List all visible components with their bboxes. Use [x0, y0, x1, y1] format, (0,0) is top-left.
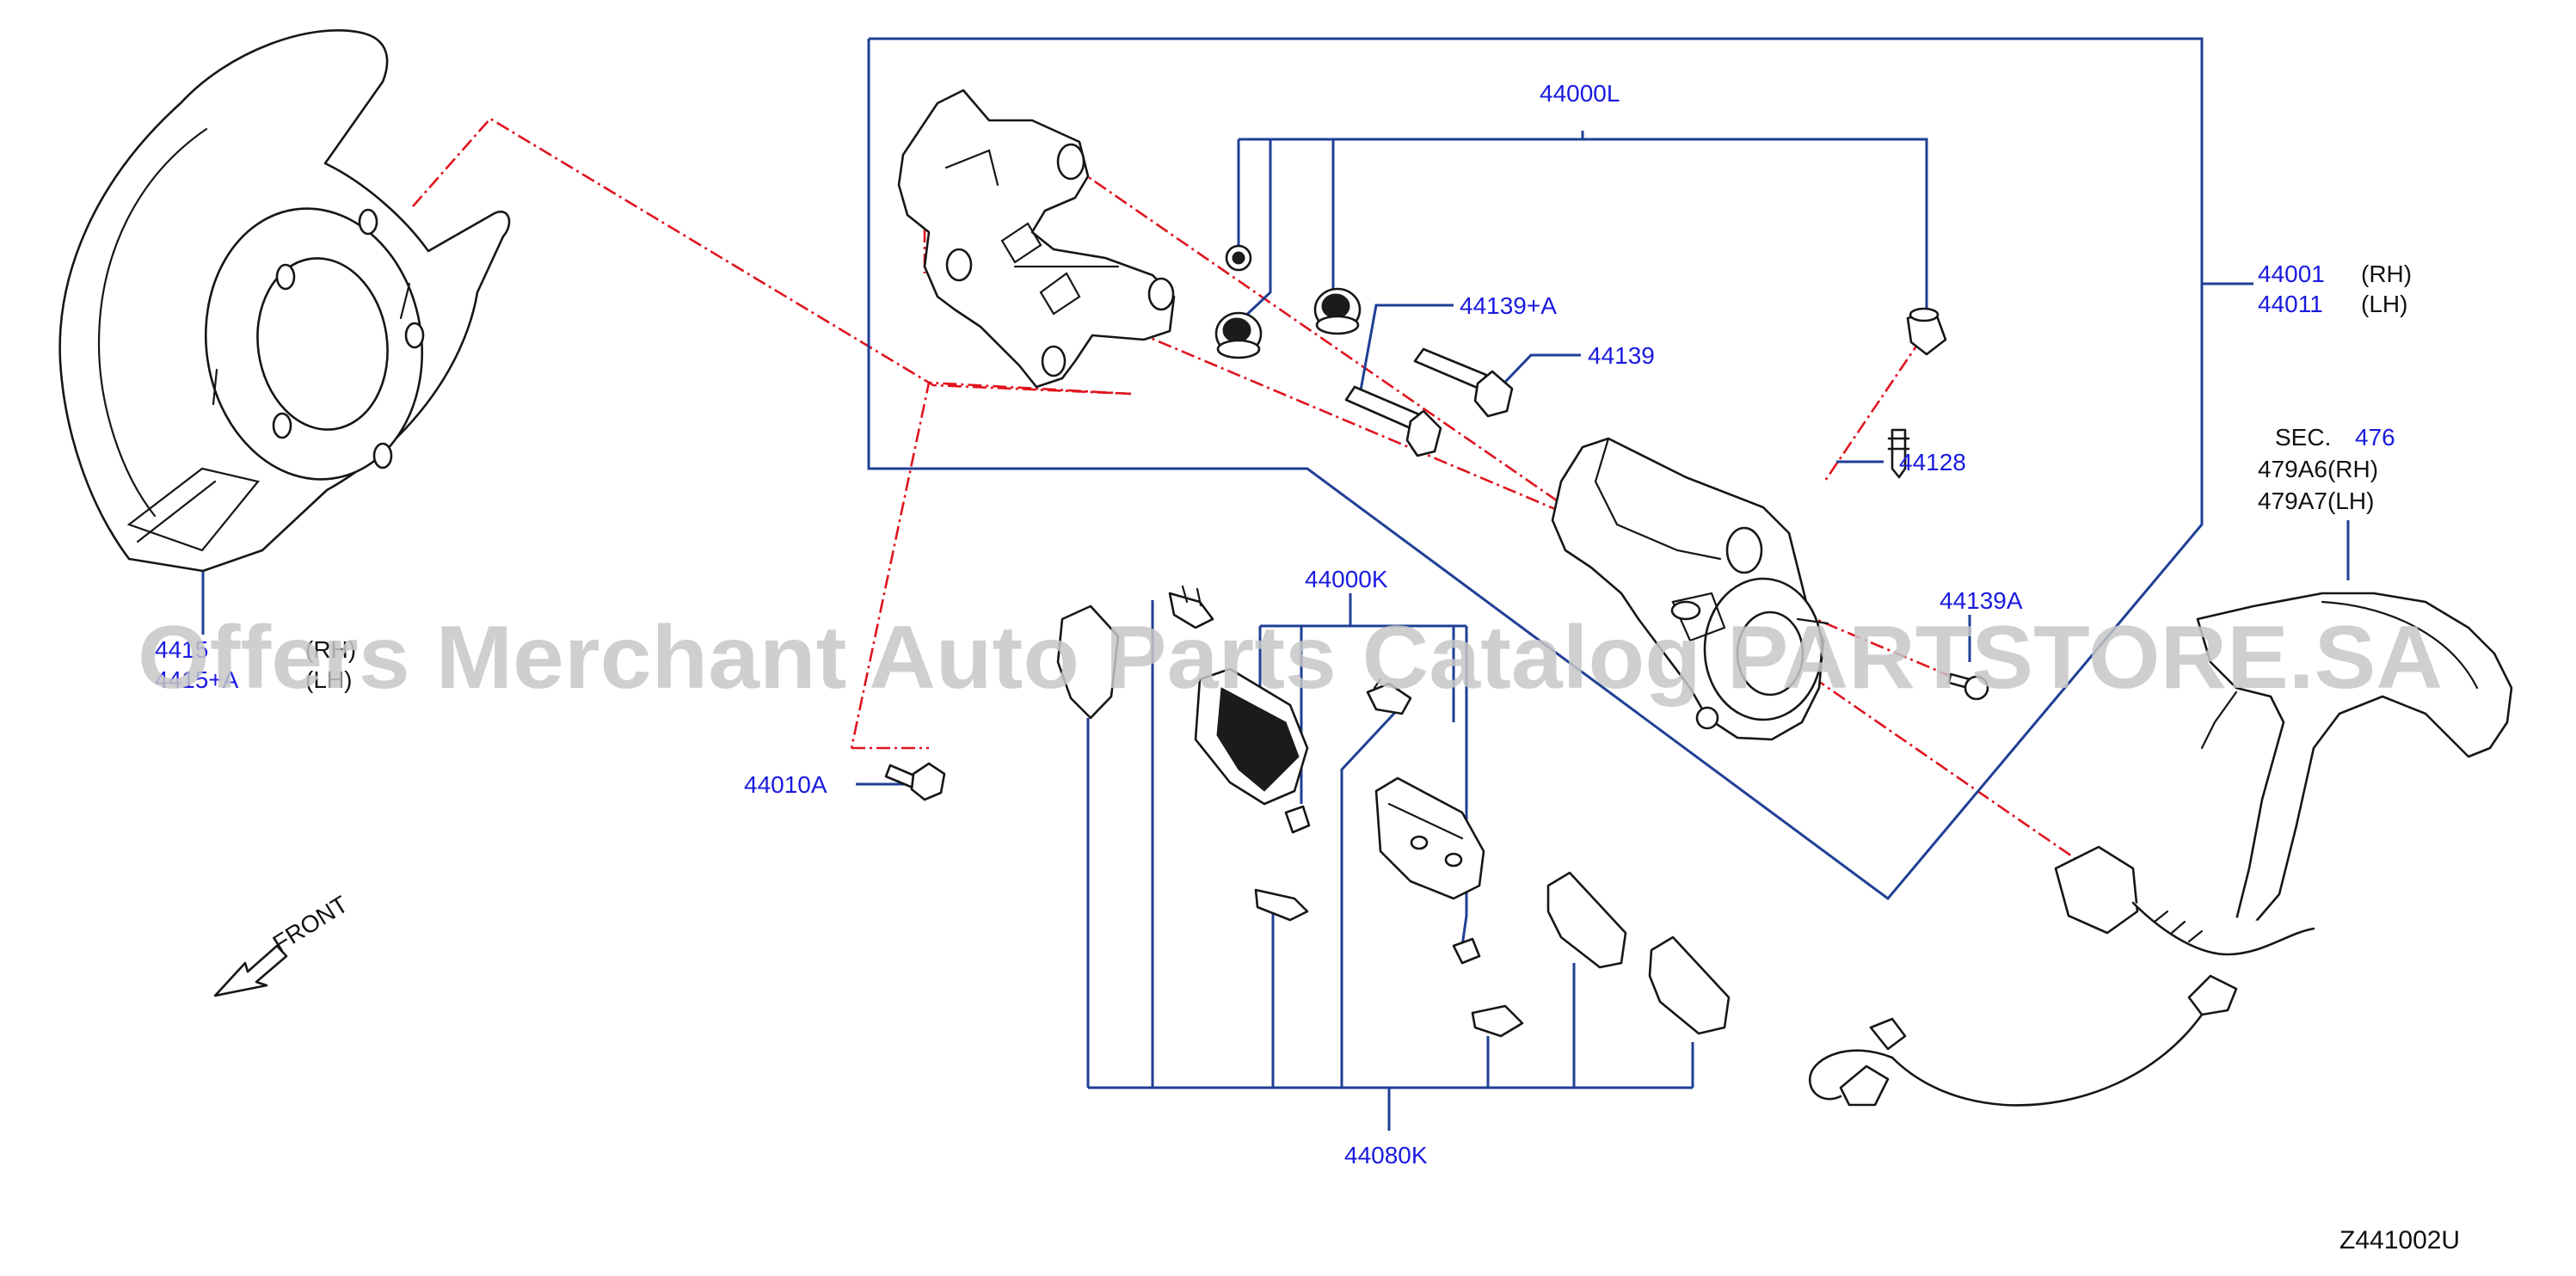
- anchor-bolt: [884, 762, 946, 801]
- label-44010A[interactable]: 44010A: [744, 771, 827, 798]
- label-479a6: 479A6(RH): [2258, 456, 2378, 482]
- label-44000K[interactable]: 44000K: [1305, 566, 1388, 592]
- watermark: Offers Merchant Auto Parts Catalog PARTS…: [138, 608, 2443, 708]
- diagram-code: Z441002U: [2339, 1226, 2460, 1255]
- front-arrow-icon: FRONT: [213, 891, 353, 997]
- pad-clip-4: [1471, 1004, 1524, 1038]
- label-44080K[interactable]: 44080K: [1344, 1142, 1428, 1169]
- wear-clip-2: [1452, 937, 1481, 965]
- pin-boot-3: [1214, 311, 1263, 359]
- pad-shim-3: [1648, 936, 1731, 1035]
- bleeder-cap: [1906, 307, 1947, 356]
- caliper-body-part: [1551, 437, 1829, 741]
- abs-sensor-harness-part: [1808, 592, 2513, 1107]
- caliper-bracket-part: [897, 89, 1176, 389]
- brake-pad-inner: [1374, 776, 1485, 900]
- label-sec-476[interactable]: 476: [2355, 424, 2395, 451]
- label-44139-plus-a[interactable]: 44139+A: [1460, 292, 1557, 319]
- small-bolt: [1947, 672, 1989, 701]
- label-44011-side: (LH): [2361, 291, 2407, 317]
- pad-clip-1: [1168, 585, 1214, 629]
- brake-pad-outer: [1194, 667, 1309, 806]
- label-sec: SEC.: [2275, 424, 2331, 451]
- label-44000L[interactable]: 44000L: [1540, 80, 1620, 107]
- wear-clip-1: [1284, 805, 1311, 834]
- guide-pin: [1413, 347, 1514, 418]
- dust-shield-part: [58, 29, 511, 573]
- label-44011[interactable]: 44011: [2258, 291, 2323, 317]
- label-4415[interactable]: 4415: [155, 636, 208, 663]
- part-labels: 44000L 44001 (RH) 44011 (LH) 44139+A 441…: [155, 80, 2460, 1255]
- label-44139[interactable]: 44139: [1588, 342, 1655, 369]
- label-4415-plus-a[interactable]: 4415+A: [155, 666, 239, 693]
- label-44128[interactable]: 44128: [1899, 449, 1966, 475]
- pin-boot-2: [1313, 287, 1362, 335]
- label-44001-side: (RH): [2361, 261, 2412, 287]
- front-label: FRONT: [268, 891, 353, 957]
- bleeder-valve: [1887, 428, 1910, 479]
- pad-shim-1: [1056, 604, 1120, 720]
- pin-boot-1: [1225, 244, 1252, 272]
- leader-lines: [201, 37, 2350, 1131]
- guide-pin-a: [1344, 385, 1442, 457]
- label-44139A[interactable]: 44139A: [1940, 587, 2023, 614]
- pad-clip-2: [1366, 678, 1412, 715]
- label-479a7: 479A7(LH): [2258, 488, 2374, 514]
- label-4415-plus-a-side: (LH): [305, 666, 352, 693]
- pad-clip-3: [1254, 888, 1309, 922]
- label-4415-side: (RH): [305, 636, 356, 663]
- label-44001[interactable]: 44001: [2258, 261, 2325, 287]
- pad-shim-2: [1546, 871, 1627, 969]
